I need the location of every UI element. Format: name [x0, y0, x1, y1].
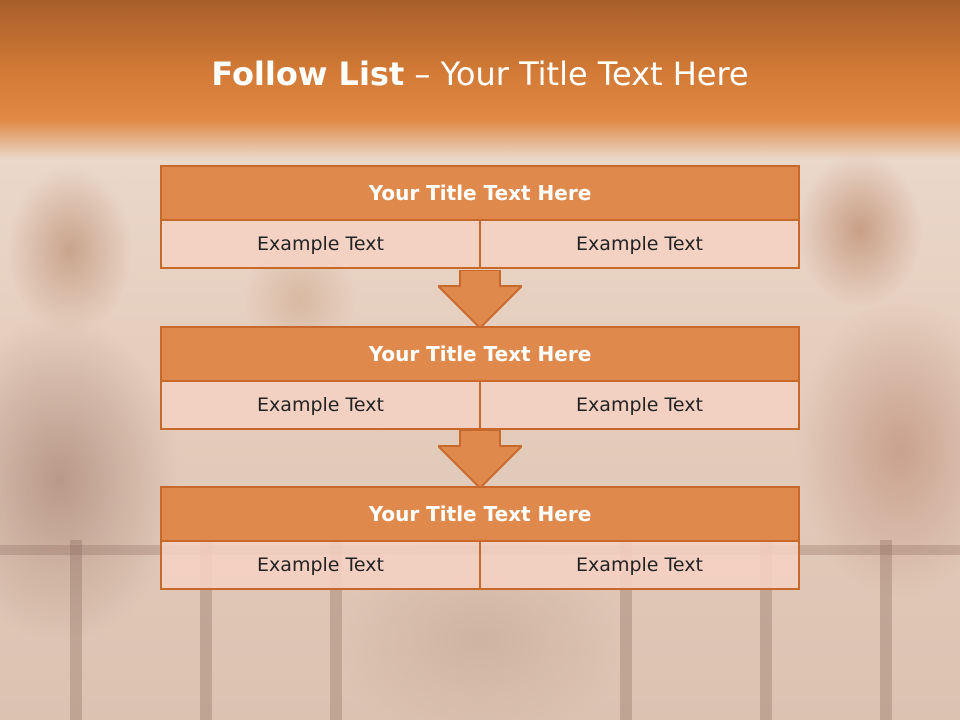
title-banner — [0, 0, 960, 160]
block-title: Your Title Text Here — [160, 165, 800, 221]
block-cell-right: Example Text — [481, 542, 800, 590]
block-cell-left: Example Text — [160, 382, 481, 430]
block-row: Example Text Example Text — [160, 221, 800, 269]
down-arrow-icon — [438, 430, 522, 490]
slide-title: Follow List – Your Title Text Here — [0, 55, 960, 93]
block-cell-right: Example Text — [481, 382, 800, 430]
block-row: Example Text Example Text — [160, 542, 800, 590]
block-cell-left: Example Text — [160, 221, 481, 269]
list-block: Your Title Text Here Example Text Exampl… — [160, 486, 800, 590]
block-row: Example Text Example Text — [160, 382, 800, 430]
block-title: Your Title Text Here — [160, 326, 800, 382]
down-arrow-icon — [438, 270, 522, 330]
title-bold: Follow List — [211, 55, 405, 93]
list-block: Your Title Text Here Example Text Exampl… — [160, 165, 800, 269]
railing-post — [70, 540, 82, 720]
title-separator: – — [404, 55, 441, 93]
title-rest: Your Title Text Here — [440, 55, 749, 93]
railing-post — [880, 540, 892, 720]
block-title: Your Title Text Here — [160, 486, 800, 542]
block-cell-left: Example Text — [160, 542, 481, 590]
block-cell-right: Example Text — [481, 221, 800, 269]
list-block: Your Title Text Here Example Text Exampl… — [160, 326, 800, 430]
